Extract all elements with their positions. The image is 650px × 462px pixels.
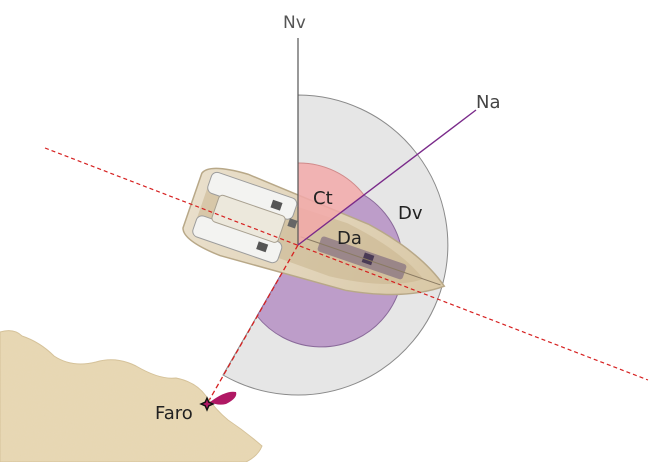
label-north-magnetic: Na [476, 92, 501, 113]
land-mass [0, 330, 263, 462]
label-lighthouse: Faro [155, 403, 193, 424]
label-north-true: Nv [283, 13, 306, 33]
label-true-heading: Ct [313, 188, 333, 209]
true-heading-sector [297, 162, 365, 247]
heading-line [44, 147, 649, 381]
magnetic-north-line [297, 109, 477, 246]
bearing-line [206, 244, 299, 405]
lighthouse-light-icon [210, 391, 237, 405]
lighthouse-star-icon [199, 396, 215, 412]
label-magnetic-deviation: Da [337, 228, 362, 249]
label-true-deviation: Dv [398, 203, 423, 224]
